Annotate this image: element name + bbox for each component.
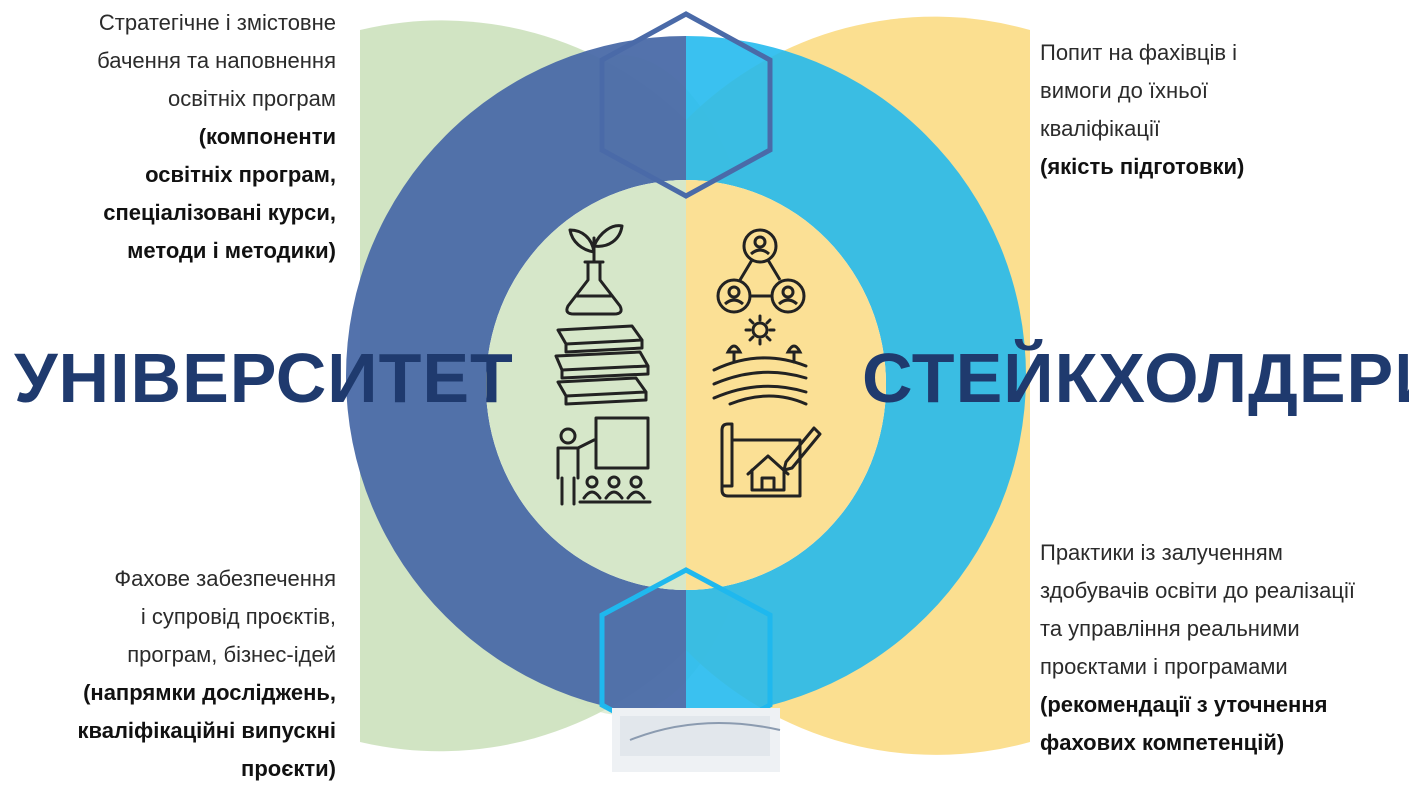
top-left-line-2: бачення та наповнення <box>97 48 336 73</box>
plant-flask-icon <box>565 224 624 316</box>
bottom-right-bold-2: фахових компетенцій) <box>1040 730 1285 755</box>
bottom-left-bold-3: проєкти) <box>241 756 336 781</box>
university-ring <box>346 36 686 716</box>
stakeholders-ring <box>686 36 1026 716</box>
photo-thumbnail <box>612 708 781 772</box>
top-left-block: Стратегічне і змістовне бачення та напов… <box>20 4 336 270</box>
bottom-right-block: Практики із залученням здобувачів освіти… <box>1040 534 1400 762</box>
bottom-right-line-2: здобувачів освіти до реалізації <box>1040 578 1355 603</box>
inner-hole <box>486 180 886 590</box>
teacher-board-icon <box>556 416 652 506</box>
top-left-bold-3: спеціалізовані курси, <box>103 200 336 225</box>
people-network-icon <box>716 228 806 314</box>
bottom-right-line-4: проєктами і програмами <box>1040 654 1288 679</box>
top-right-line-1: Попит на фахівців і <box>1040 40 1238 65</box>
bottom-left-line-3: програм, бізнес-ідей <box>127 642 336 667</box>
house-blueprint-icon <box>720 422 822 498</box>
top-left-line-3: освітніх програм <box>167 86 336 111</box>
hexagon-top <box>599 11 773 199</box>
top-left-line-1: Стратегічне і змістовне <box>98 10 336 35</box>
top-right-line-3: кваліфікації <box>1040 116 1160 141</box>
top-left-bold-4: методи і методики) <box>127 238 336 263</box>
top-right-bold-1: (якість підготовки) <box>1040 154 1245 179</box>
university-label: УНІВЕРСИТЕТ <box>14 339 514 417</box>
stakeholders-label: СТЕЙКХОЛДЕРИ <box>862 339 1409 417</box>
bottom-left-bold-1: (напрямки досліджень, <box>83 680 336 705</box>
bottom-right-line-3: та управління реальними <box>1040 616 1300 641</box>
bottom-left-line-2: і супровід проєктів, <box>140 604 336 629</box>
bottom-left-bold-2: кваліфікаційні випускні <box>77 718 336 743</box>
bottom-right-bold-1: (рекомендації з уточнення <box>1040 692 1328 717</box>
bottom-left-block: Фахове забезпечення і супровід проєктів,… <box>20 560 336 788</box>
bottom-left-line-1: Фахове забезпечення <box>114 566 336 591</box>
top-right-line-2: вимоги до їхньої <box>1040 78 1209 103</box>
top-left-bold-2: освітніх програм, <box>145 162 336 187</box>
books-stack-icon <box>554 324 650 406</box>
top-left-bold-1: (компоненти <box>198 124 336 149</box>
top-right-block: Попит на фахівців і вимоги до їхньої ква… <box>1040 34 1380 186</box>
fields-sun-icon <box>712 314 808 406</box>
bottom-right-line-1: Практики із залученням <box>1040 540 1283 565</box>
